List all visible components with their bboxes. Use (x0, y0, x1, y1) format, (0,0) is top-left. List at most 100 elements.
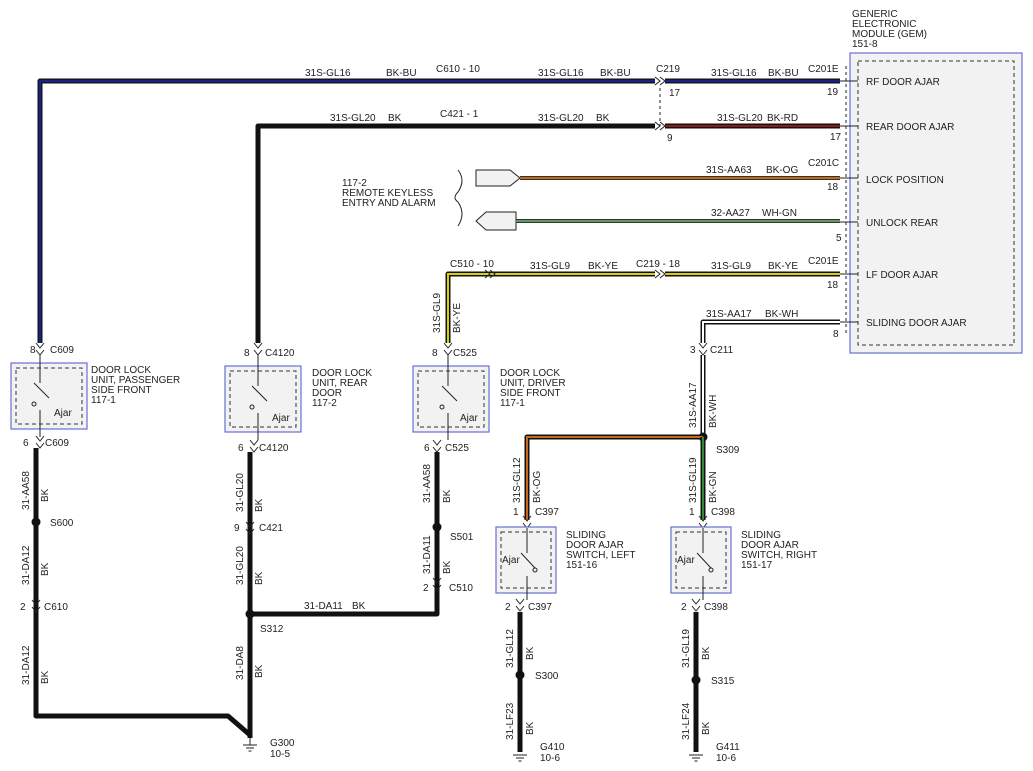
pin-number: 1 (689, 507, 695, 518)
connector-label: C219 - 18 (636, 259, 680, 270)
wire-label: 31S-AA63 (706, 165, 752, 176)
wire-driver-ground: 31-AA58 BK S501 31-DA11 BK 2 C510 (422, 452, 474, 594)
switch-blade (33, 382, 50, 399)
wire-label: 31-DA11 (304, 601, 343, 612)
ground-label: G410 (540, 742, 565, 753)
gem-pin-lf-door-ajar: LF DOOR AJAR (866, 270, 938, 281)
pin-number: 8 (30, 345, 36, 356)
wire-label: 31S-GL20 (330, 113, 376, 124)
splice-s501 (432, 522, 442, 532)
wire-color: BK-YE (588, 261, 618, 272)
pin-number: 8 (432, 348, 438, 359)
switch-label: Ajar (460, 413, 478, 424)
pin-number: 6 (424, 443, 430, 454)
component-label: DOOR AJAR (741, 540, 799, 551)
gem-pin-number: 8 (833, 329, 839, 340)
connector-label: C609 (50, 345, 74, 356)
component-label: SIDE FRONT (91, 385, 152, 396)
pin-number: 8 (244, 348, 250, 359)
gem-connector-label: C201E (808, 256, 839, 267)
wire-color: BK (388, 113, 402, 124)
pin-number: 1 (513, 507, 519, 518)
component-label: DOOR AJAR (566, 540, 624, 551)
connector-label: C4120 (259, 443, 289, 454)
component-label: DOOR (312, 388, 342, 399)
rke-module: 117-2 REMOTE KEYLESS ENTRY AND ALARM 31S… (342, 165, 840, 231)
splice-label: S309 (716, 445, 740, 456)
wire-color: BK-BU (600, 68, 631, 79)
splice-s315 (691, 675, 701, 685)
sliding-door-ajar-switch-right: 1 C398 Ajar SLIDING DOOR AJAR SWITCH, RI… (670, 507, 817, 764)
connector-label: C610 (44, 602, 68, 613)
component-label: SLIDING (566, 530, 606, 541)
rke-label-line-3: ENTRY AND ALARM (342, 198, 436, 209)
splice-label: S315 (711, 676, 735, 687)
wire-color: BK (254, 664, 265, 678)
pin-number: 6 (238, 443, 244, 454)
gem-pin-number: 5 (836, 233, 842, 244)
rke-label-line-2: REMOTE KEYLESS (342, 188, 433, 199)
wire-label: 31-GL19 (681, 629, 692, 668)
switch-blade (696, 552, 712, 569)
wire-color: BK (40, 670, 51, 684)
gem-pin-lock-position: LOCK POSITION (866, 175, 944, 186)
component-label: UNIT, REAR (312, 378, 368, 389)
connector-label: C609 (45, 438, 69, 449)
pin-number: 2 (423, 583, 429, 594)
door-lock-unit-rear: 8 C4120 Ajar DOOR LOCK UNIT, REAR DOOR 1… (224, 342, 372, 454)
ground-label: G300 (270, 738, 295, 749)
gem-module: GENERIC ELECTRONIC MODULE (GEM) 151-8 RF… (808, 9, 1023, 354)
wire-label: 31-GL20 (235, 473, 246, 512)
wire-label: 31S-GL12 (512, 457, 523, 503)
wire-label: 31S-GL20 (717, 113, 763, 124)
wire-label: 31-GL12 (505, 629, 516, 668)
gem-pin-number: 18 (827, 182, 839, 193)
wire-color: BK (525, 721, 536, 735)
connector-label: C398 (704, 602, 728, 613)
pin-number: 9 (667, 133, 673, 144)
wire-passenger-ground: 31-AA58 BK S600 31-DA12 BK 2 C610 31-DA1… (20, 448, 252, 737)
door-lock-unit-driver: 8 C525 Ajar DOOR LOCK UNIT, DRIVER SIDE … (412, 342, 566, 454)
wire-color: BK (701, 646, 712, 660)
rke-label-line-1: 117-2 (342, 178, 367, 189)
splice-s300 (515, 670, 525, 680)
wire-color: BK (254, 571, 265, 585)
component-label: 151-17 (741, 560, 773, 571)
component-label: 117-1 (91, 395, 116, 406)
wire-label: 31-DA12 (21, 645, 32, 685)
gem-box (849, 52, 1023, 354)
connector-label: C610 - 10 (436, 64, 480, 75)
wire-color: BK (442, 489, 453, 503)
wire-color: BK-YE (768, 261, 798, 272)
switch-label: Ajar (677, 555, 695, 566)
wire-label: 31-LF23 (505, 702, 516, 740)
gem-title-line-2: ELECTRONIC (852, 19, 916, 30)
wire-color: BK-BU (768, 68, 799, 79)
wire-color: BK-BU (386, 68, 417, 79)
wire-label: 31-DA8 (235, 646, 246, 680)
component-label: SWITCH, LEFT (566, 550, 635, 561)
connector-c219-symbol (654, 76, 666, 86)
gem-pin-rf-door-ajar: RF DOOR AJAR (866, 77, 940, 88)
wire-label: 31S-GL20 (538, 113, 584, 124)
gem-connector-label: C201C (808, 158, 839, 169)
wire-color: BK (352, 601, 366, 612)
wire-label: 31-AA58 (422, 464, 433, 503)
wire-color: WH-GN (762, 208, 797, 219)
ground-ref: 10-5 (270, 749, 290, 760)
connector-label: C4120 (265, 348, 295, 359)
switch-label: Ajar (272, 413, 290, 424)
gem-connector-label: C201E (808, 64, 839, 75)
wire-rear-door-ajar: 31S-GL20 BK C421 - 1 31S-GL20 BK 9 31S-G… (255, 109, 840, 343)
wire-lf-door-ajar: C510 - 10 31S-GL9 BK-YE C219 - 18 31S-GL… (432, 259, 840, 343)
wire-color: BK (525, 646, 536, 660)
connector-label: C525 (445, 443, 469, 454)
sliding-door-ajar-switch-left: 1 C397 Ajar SLIDING DOOR AJAR SWITCH, LE… (495, 507, 635, 764)
connector-c510-symbol (484, 269, 496, 279)
splice-label: S300 (535, 671, 559, 682)
connector-label: C397 (528, 602, 552, 613)
pin-number: 2 (20, 602, 26, 613)
door-lock-unit-passenger: 8 C609 Ajar DOOR LOCK UNIT, PASSENGER SI… (10, 342, 180, 449)
connector-label: C510 - 10 (450, 259, 494, 270)
connector-label: C421 - 1 (440, 109, 479, 120)
